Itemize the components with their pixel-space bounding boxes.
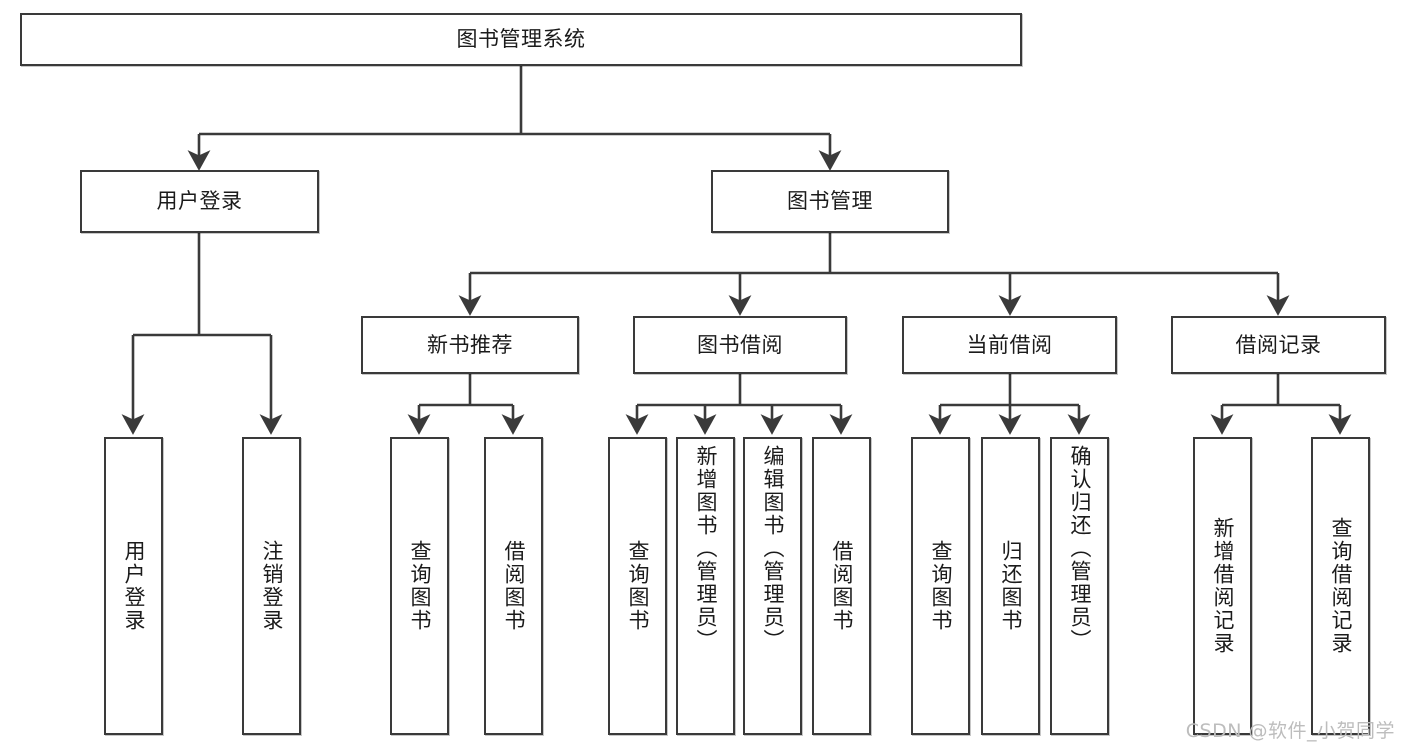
node-root-label: 图书管理系统 xyxy=(456,27,586,52)
leaf-label: 归还图书 xyxy=(999,540,1023,632)
node-book-borrow-label: 图书借阅 xyxy=(697,332,783,357)
node-user-login-label: 用户登录 xyxy=(156,189,243,214)
leaf-borrow-record-query[interactable]: 查询借阅记录 xyxy=(1311,437,1370,735)
leaf-new-book-borrow[interactable]: 借阅图书 xyxy=(484,437,543,735)
node-book-management[interactable]: 图书管理 xyxy=(711,170,949,233)
node-new-book-recommend[interactable]: 新书推荐 xyxy=(361,316,579,374)
leaf-book-borrow-borrow[interactable]: 借阅图书 xyxy=(812,437,871,735)
leaf-label: 借阅图书 xyxy=(502,540,526,632)
leaf-user-login-login[interactable]: 用户登录 xyxy=(104,437,163,735)
leaf-current-borrow-query[interactable]: 查询图书 xyxy=(911,437,970,735)
node-root[interactable]: 图书管理系统 xyxy=(20,13,1022,66)
node-borrow-record-label: 借阅记录 xyxy=(1235,332,1322,357)
leaf-label: 确认归还（管理员） xyxy=(1068,445,1092,652)
leaf-label: 编辑图书（管理员） xyxy=(761,445,785,652)
leaf-label: 借阅图书 xyxy=(830,540,854,632)
leaf-label: 注销登录 xyxy=(260,540,284,632)
leaf-book-borrow-query[interactable]: 查询图书 xyxy=(608,437,667,735)
leaf-label: 查询图书 xyxy=(626,540,650,632)
node-current-borrow-label: 当前借阅 xyxy=(966,332,1053,357)
node-book-management-label: 图书管理 xyxy=(787,189,873,214)
node-borrow-record[interactable]: 借阅记录 xyxy=(1171,316,1386,374)
csdn-watermark: CSDN @软件_小贺同学 xyxy=(1185,720,1395,742)
leaf-borrow-record-add[interactable]: 新增借阅记录 xyxy=(1193,437,1252,735)
leaf-label: 查询图书 xyxy=(929,540,953,632)
leaf-book-borrow-add[interactable]: 新增图书（管理员） xyxy=(676,437,735,735)
node-user-login[interactable]: 用户登录 xyxy=(80,170,319,233)
leaf-label: 查询图书 xyxy=(408,540,432,632)
node-book-borrow[interactable]: 图书借阅 xyxy=(633,316,847,374)
leaf-label: 用户登录 xyxy=(122,540,146,632)
node-new-book-recommend-label: 新书推荐 xyxy=(427,332,513,357)
leaf-book-borrow-edit[interactable]: 编辑图书（管理员） xyxy=(743,437,802,735)
leaf-current-borrow-return[interactable]: 归还图书 xyxy=(981,437,1040,735)
node-current-borrow[interactable]: 当前借阅 xyxy=(902,316,1117,374)
leaf-current-borrow-confirm[interactable]: 确认归还（管理员） xyxy=(1050,437,1109,735)
leaf-label: 查询借阅记录 xyxy=(1329,517,1353,655)
leaf-label: 新增借阅记录 xyxy=(1211,517,1235,655)
leaf-user-login-logout[interactable]: 注销登录 xyxy=(242,437,301,735)
leaf-new-book-query[interactable]: 查询图书 xyxy=(390,437,449,735)
leaf-label: 新增图书（管理员） xyxy=(694,445,718,652)
